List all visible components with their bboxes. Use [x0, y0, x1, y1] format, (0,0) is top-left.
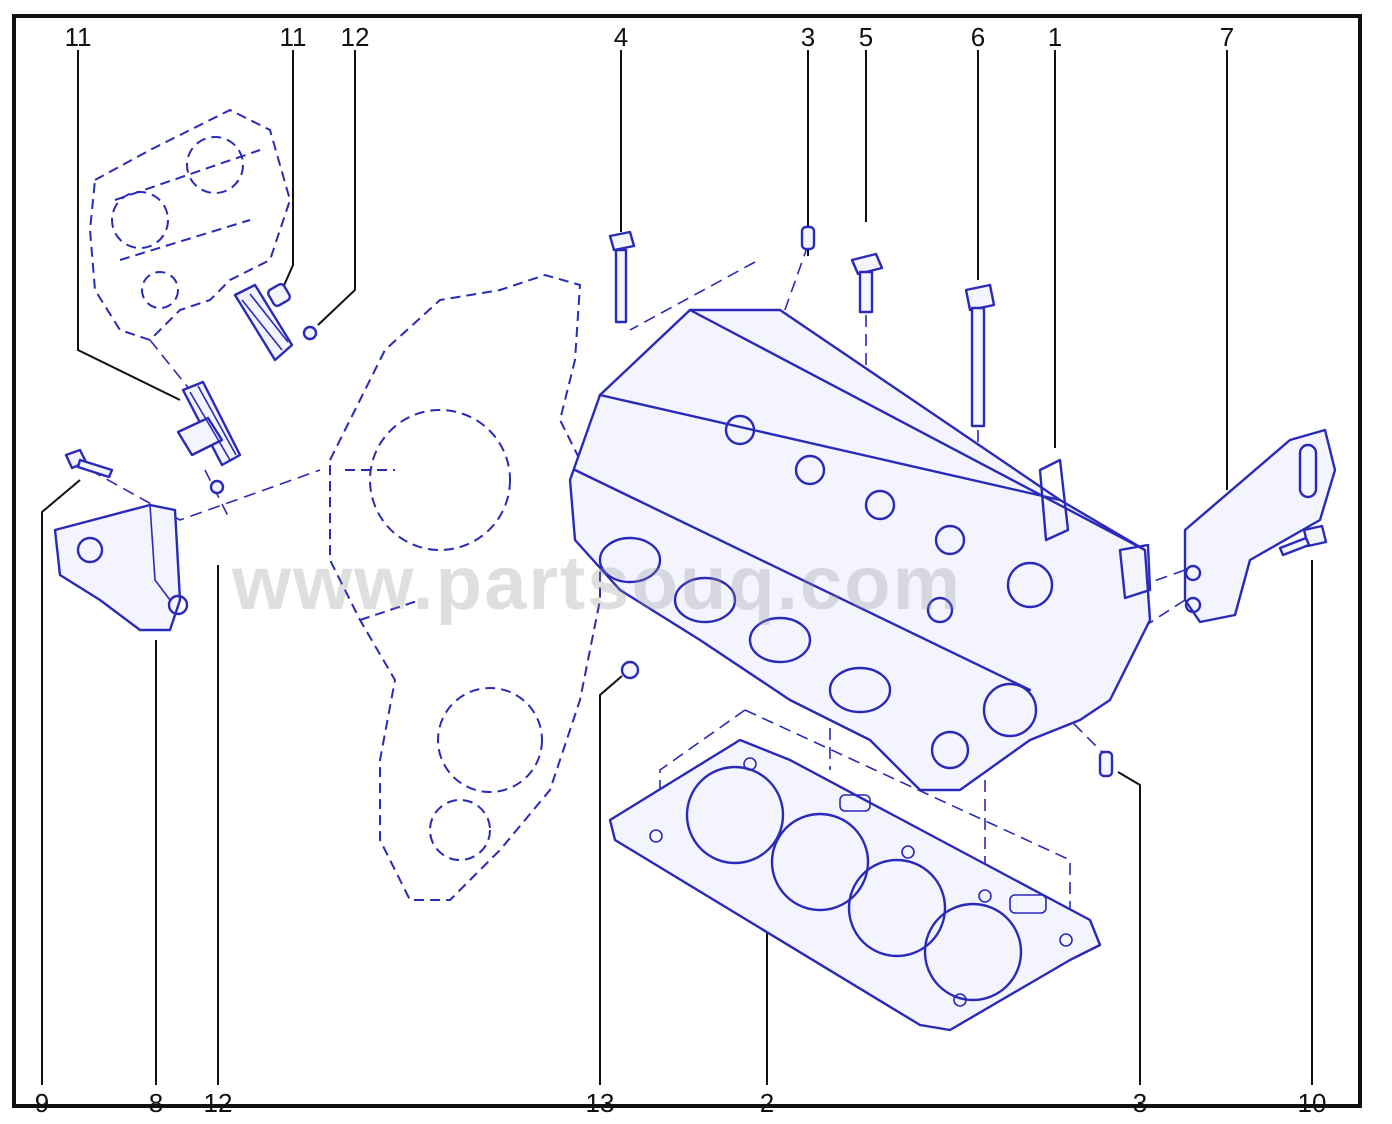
timing-housing-upper: [88, 108, 292, 342]
lifting-bracket-right: [1183, 428, 1337, 624]
callout-9: 9: [34, 1088, 50, 1118]
head-bolt-4: [608, 230, 636, 324]
callout-3-bottom: 3: [1132, 1088, 1148, 1118]
bolt-left: [64, 448, 114, 479]
callout-5: 5: [858, 22, 874, 52]
bolt-5: [850, 252, 884, 314]
callout-10: 10: [1297, 1088, 1327, 1118]
watermark: www.partsouq.com: [232, 541, 963, 626]
callout-1: 1: [1047, 22, 1063, 52]
head-gasket: [608, 738, 1102, 1032]
callout-8: 8: [148, 1088, 164, 1118]
leader-lines: [41, 50, 1313, 1085]
callout-7: 7: [1219, 22, 1235, 52]
callout-13: 13: [585, 1088, 615, 1118]
callout-4: 4: [613, 22, 629, 52]
timing-cover: [329, 273, 601, 901]
callout-11-b: 11: [279, 22, 307, 52]
solenoid-valve-upper: [233, 282, 294, 362]
o-ring-upper: [302, 325, 318, 341]
lifting-bracket-left: [53, 503, 189, 632]
callout-12-bottom: 12: [203, 1088, 233, 1118]
callout-12-top: 12: [340, 22, 370, 52]
head-bolt-6: [964, 283, 996, 428]
dowel-pin-3-bottom: [1098, 750, 1114, 778]
callout-11-a: 11: [64, 22, 92, 52]
callout-3-top: 3: [800, 22, 816, 52]
solenoid-valve-lower: [176, 380, 242, 467]
o-ring-lower: [209, 479, 225, 495]
bolt-right: [1278, 524, 1328, 557]
callout-6: 6: [970, 22, 986, 52]
plug: [620, 660, 640, 680]
dowel-pin-3-top: [800, 225, 816, 251]
callout-2: 2: [759, 1088, 775, 1118]
cylinder-head: [568, 308, 1152, 792]
